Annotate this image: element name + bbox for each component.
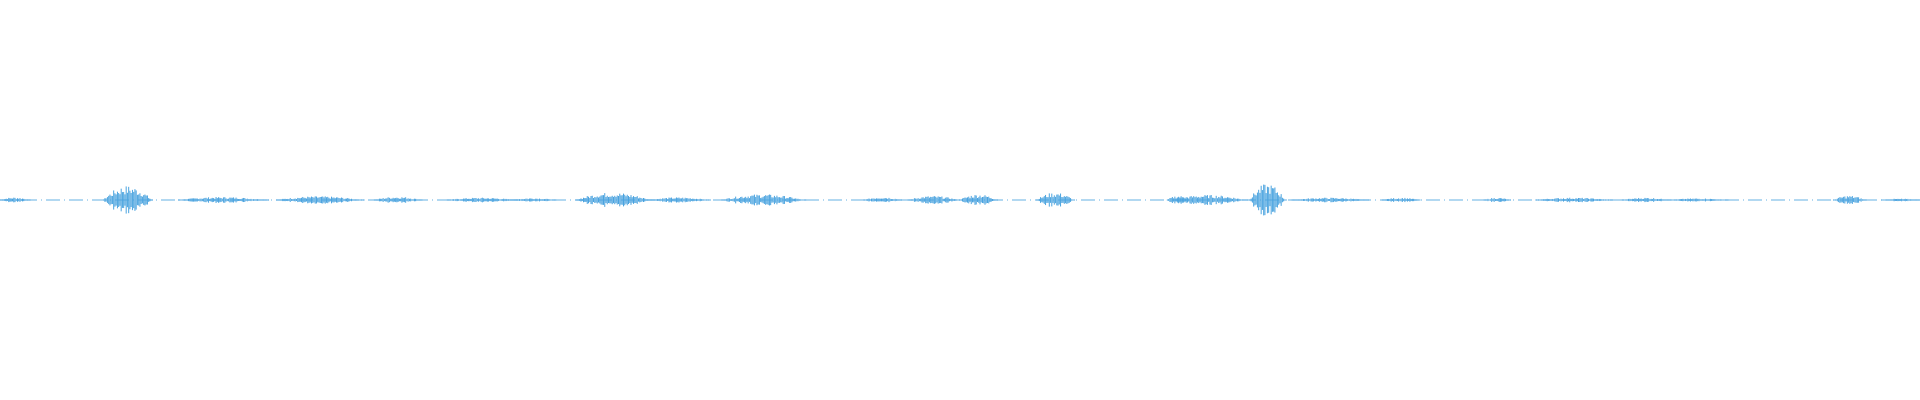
waveform-bars (0, 184, 1920, 216)
